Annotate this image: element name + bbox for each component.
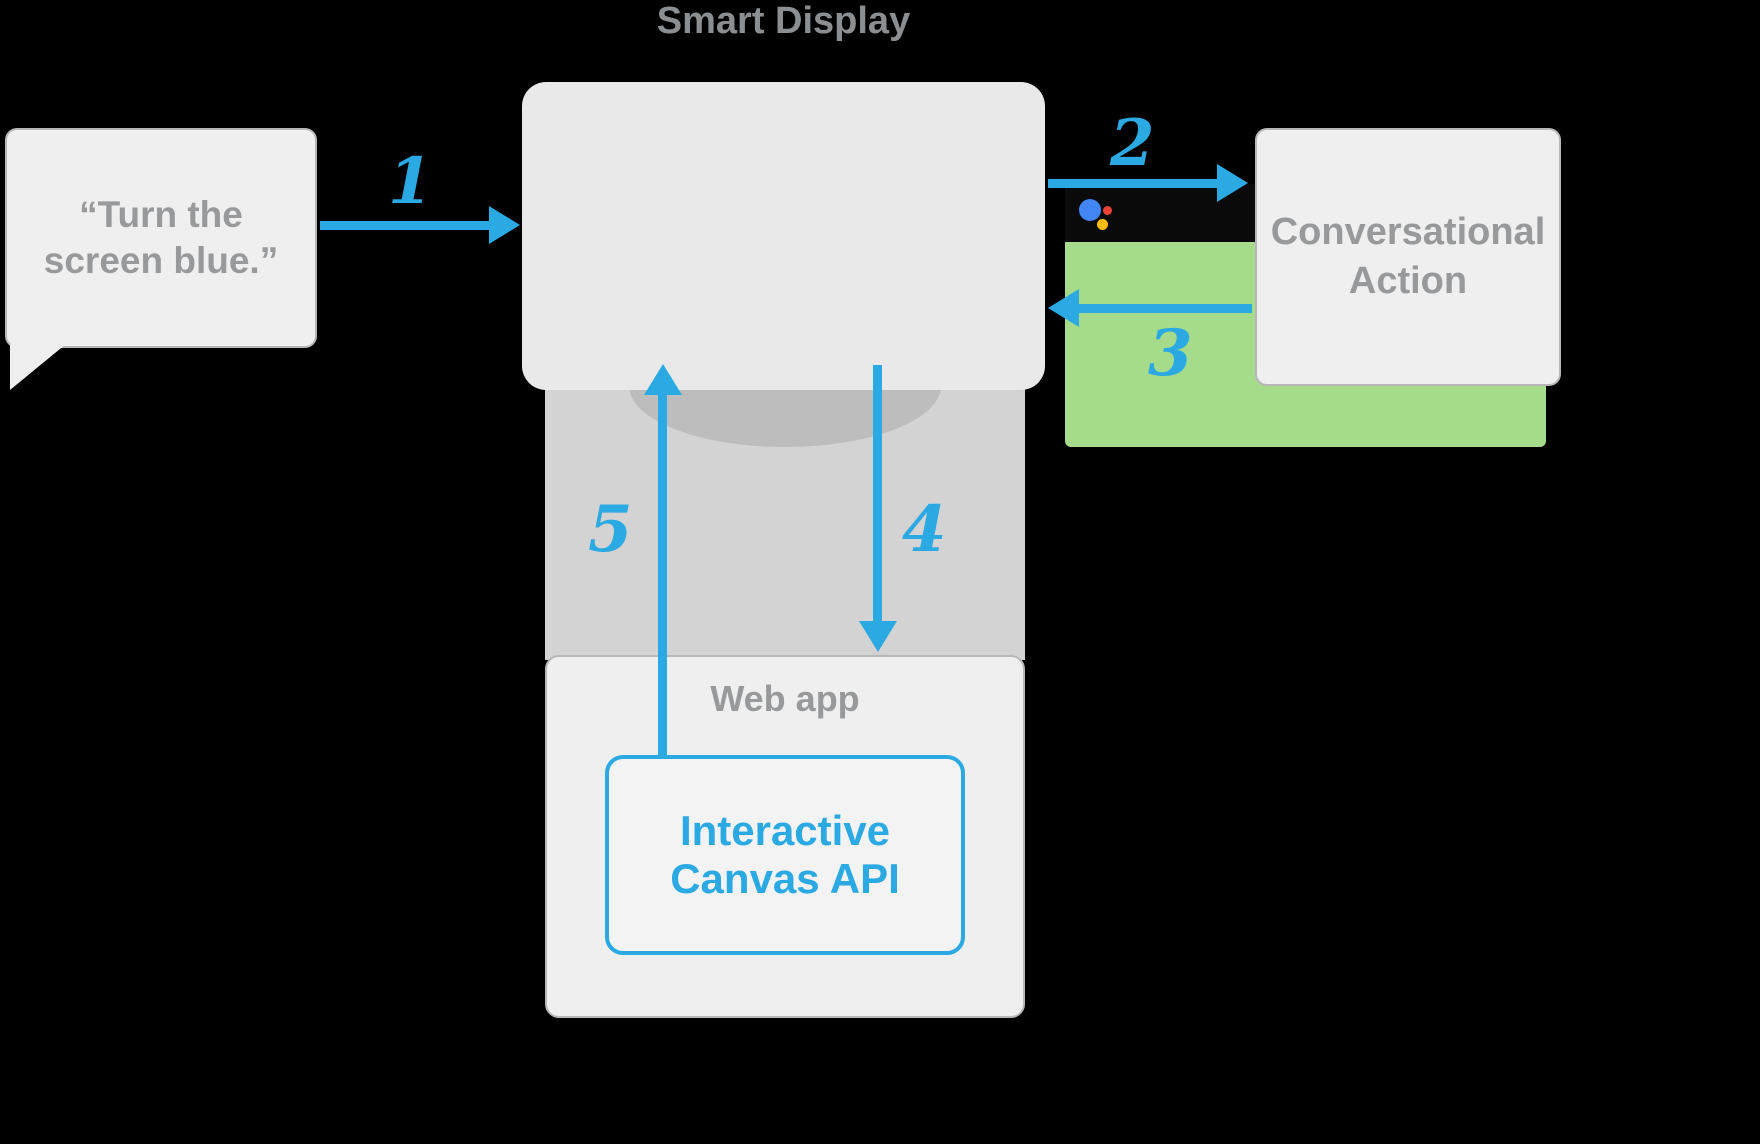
arrow-1-right-arrowhead-icon [489,206,520,244]
arrow-2-shaft [1048,179,1220,188]
conversational-action-box: Conversational Action [1255,128,1561,386]
assistant-yellow-dot-icon [1097,219,1108,230]
interactive-canvas-api-box: Interactive Canvas API [605,755,965,955]
google-assistant-logo-icon [1079,199,1101,221]
step-2-label: 2 [1110,106,1155,181]
assistant-red-dot-icon [1103,206,1112,215]
interactive-canvas-api-label: Interactive Canvas API [670,806,900,902]
step-1-label: 1 [388,144,433,219]
speech-bubble-text: “Turn the screen blue.” [43,193,279,281]
conversational-action-label: Conversational Action [1270,210,1546,302]
step-3-label: 3 [1148,316,1193,391]
arrow-3-left-arrowhead-icon [1048,289,1079,327]
arrow-4-shaft [873,365,882,623]
arrow-3-shaft [1078,304,1252,313]
step-4-label: 4 [902,492,947,567]
speech-bubble-tail [10,344,66,390]
web-app-label: Web app [710,678,860,719]
arrow-5-up-arrowhead-icon [644,364,682,395]
smart-display-title: Smart Display [656,0,911,42]
speech-bubble: “Turn the screen blue.” [5,128,317,348]
arrow-2-right-arrowhead-icon [1217,164,1248,202]
smart-display-frame [522,82,1546,447]
arrow-1-shaft [320,221,492,230]
arrow-4-down-arrowhead-icon [859,621,897,652]
step-5-label: 5 [588,492,633,567]
arrow-5-shaft [658,394,667,755]
